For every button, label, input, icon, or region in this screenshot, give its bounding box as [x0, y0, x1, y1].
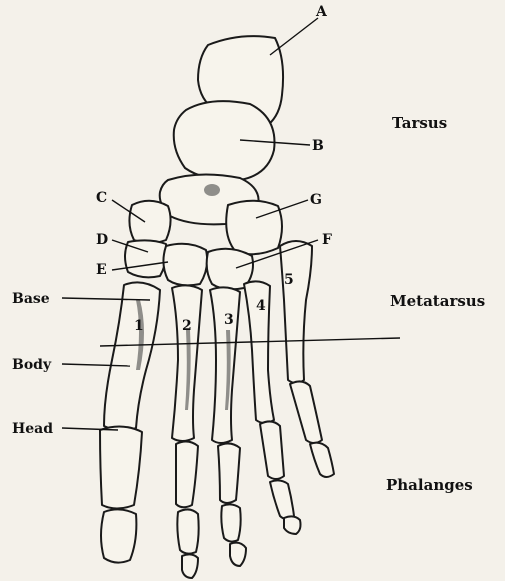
phalanx-2-proximal	[176, 441, 198, 507]
label-head: Head	[12, 421, 53, 437]
lateral-cuneiform	[163, 244, 207, 286]
metatarsal-1	[104, 282, 160, 430]
phalanx-3-tip	[230, 543, 246, 566]
phalanx-3-proximal	[218, 443, 240, 503]
phalanx-2-tip	[182, 554, 198, 578]
metatarsal-number-1: 1	[134, 318, 144, 334]
phalanx-5-proximal	[290, 381, 322, 443]
region-tarsus: Tarsus	[392, 114, 447, 132]
cuboid-bone	[226, 201, 282, 255]
leader-A	[270, 18, 318, 55]
phalanx-4-proximal	[260, 421, 284, 479]
metatarsal-number-3: 3	[224, 312, 234, 328]
label-F: F	[322, 232, 332, 248]
phalanx-3-distal	[221, 504, 240, 541]
navicular-shadow	[204, 184, 220, 196]
metatarsal-3	[210, 287, 240, 443]
label-G: G	[310, 192, 322, 208]
label-C: C	[96, 190, 107, 206]
label-B: B	[312, 138, 324, 154]
phalanx-2-distal	[177, 509, 198, 553]
phalanx-1-distal	[101, 509, 136, 562]
phalanx-4-distal	[270, 480, 294, 519]
label-A: A	[315, 4, 328, 20]
label-E: E	[96, 262, 107, 278]
region-metatarsus: Metatarsus	[390, 292, 485, 310]
medial-cuneiform	[129, 201, 170, 243]
phalanx-5-distal	[310, 443, 334, 477]
region-phalanges: Phalanges	[386, 476, 473, 494]
metatarsal-5	[280, 241, 312, 383]
talus-head	[174, 101, 275, 180]
label-base: Base	[12, 291, 50, 307]
phalanx-4-tip	[284, 516, 301, 534]
metatarsal-number-5: 5	[284, 272, 294, 288]
label-D: D	[96, 232, 108, 248]
metatarsal-number-4: 4	[256, 298, 266, 314]
phalanx-1-proximal	[100, 426, 142, 508]
metatarsal-number-2: 2	[182, 318, 192, 334]
label-body: Body	[12, 357, 52, 373]
